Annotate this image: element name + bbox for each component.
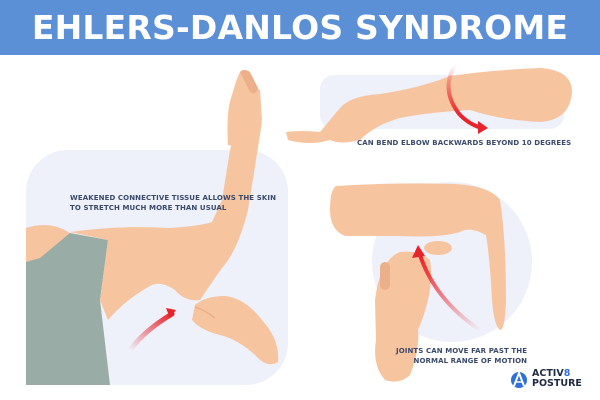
extended-arm — [286, 68, 572, 143]
elbow-panel — [286, 63, 572, 143]
horizontal-arm — [330, 183, 506, 330]
skin-stretch-panel — [26, 70, 288, 385]
activ8-posture-logo: ACTIV8 POSTURE — [532, 368, 582, 389]
shirt — [26, 230, 110, 385]
joints-panel — [330, 182, 532, 382]
upper-arm — [70, 120, 262, 320]
page-title: EHLERS-DANLOS SYNDROME — [31, 8, 569, 47]
joints-caption: JOINTS CAN MOVE FAR PAST THE NORMAL RANG… — [396, 347, 528, 365]
elbow-caption: CAN BEND ELBOW BACKWARDS BEYOND 10 DEGRE… — [357, 139, 572, 147]
arrow-icon — [418, 254, 482, 332]
circle-a-logo-icon — [511, 370, 527, 388]
arrow-icon — [446, 63, 462, 117]
pinching-hand — [192, 296, 279, 365]
title-banner: EHLERS-DANLOS SYNDROME — [0, 0, 600, 55]
skin-caption: WEAKENED CONNECTIVE TISSUE ALLOWS THE SK… — [70, 194, 277, 212]
arrow-icon — [127, 311, 175, 353]
raised-hand — [227, 72, 262, 150]
